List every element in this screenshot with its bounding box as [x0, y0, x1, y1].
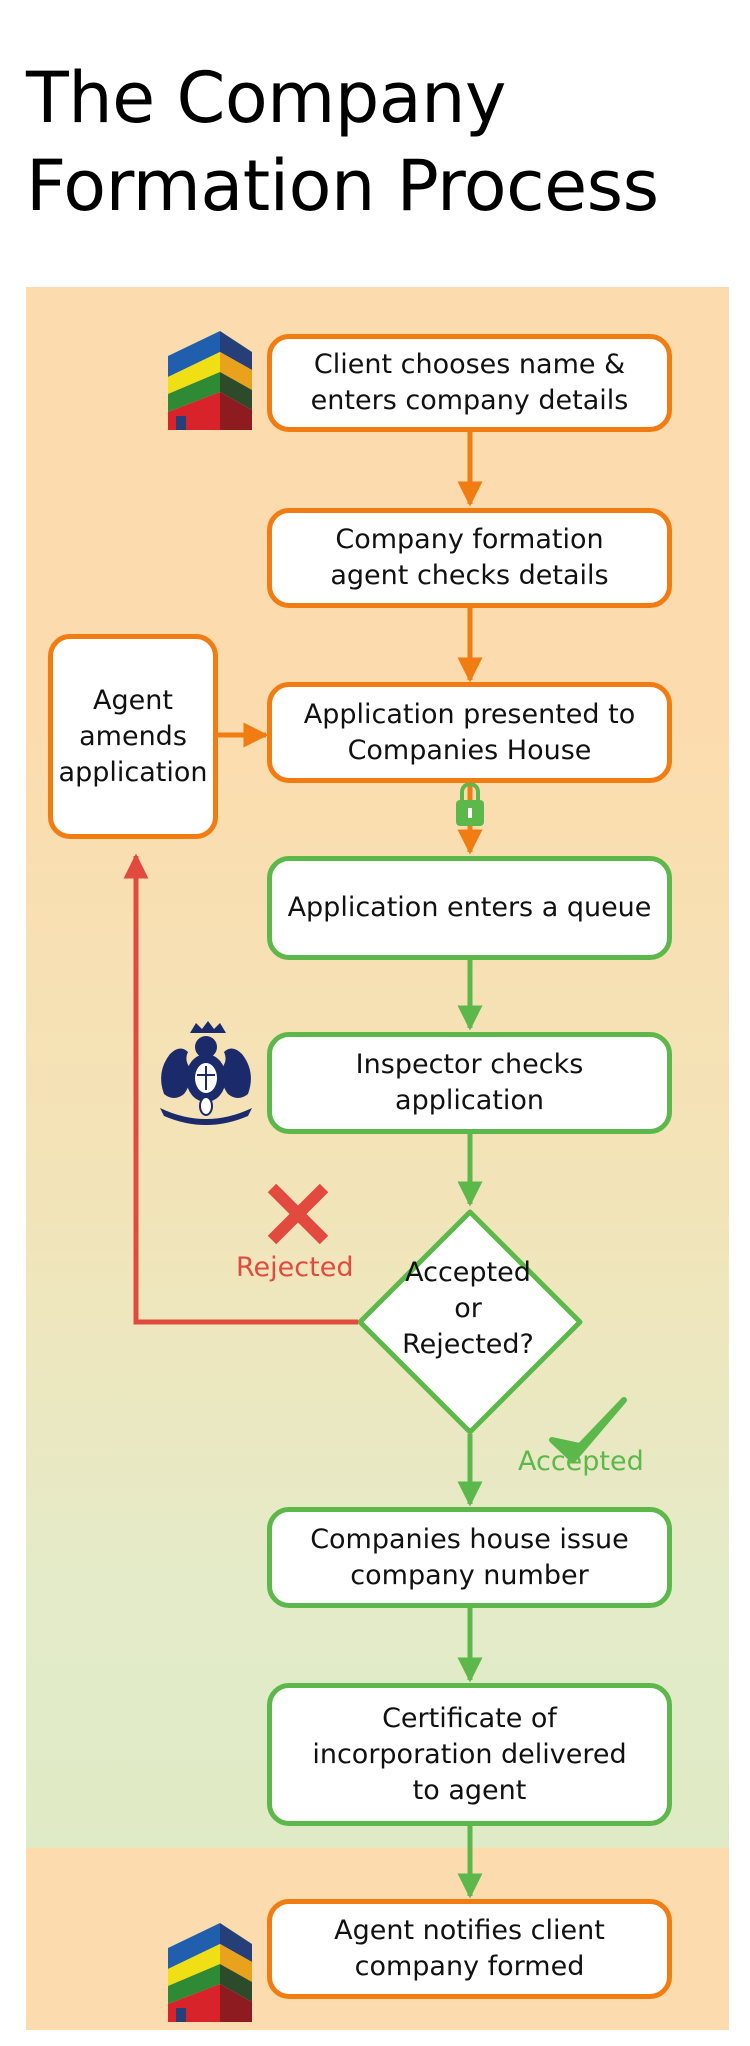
arrow-rejected-to-amends — [123, 853, 358, 1325]
accepted-label: Accepted — [518, 1446, 644, 1477]
decision-text: Accepted or Rejected? — [402, 1257, 534, 1360]
issue-number-box: Companies house issue company number — [267, 1507, 672, 1608]
enters-queue-box: Application enters a queue — [267, 856, 672, 960]
agent-notifies-box: Agent notifies client company formed — [267, 1899, 672, 1999]
rejected-label: Rejected — [236, 1252, 354, 1283]
checkmark-icon — [549, 1397, 627, 1463]
padlock-icon — [456, 782, 484, 826]
page-title: The Company Formation Process — [26, 57, 659, 227]
decision-diamond — [357, 1209, 583, 1435]
agent-amends-box: Agent amends application — [48, 634, 218, 839]
client-chooses-box: Client chooses name & enters company det… — [267, 334, 672, 432]
application-presented-box: Application presented to Companies House — [267, 682, 672, 783]
building-logo-icon — [168, 1923, 252, 2022]
building-logo-icon — [168, 331, 252, 430]
certificate-box: Certificate of incorporation delivered t… — [267, 1683, 672, 1826]
cross-icon — [267, 1183, 329, 1245]
agent-checks-box: Company formation agent checks details — [267, 508, 672, 608]
royal-crest-icon — [160, 1021, 252, 1125]
inspector-checks-box: Inspector checks application — [267, 1032, 672, 1134]
